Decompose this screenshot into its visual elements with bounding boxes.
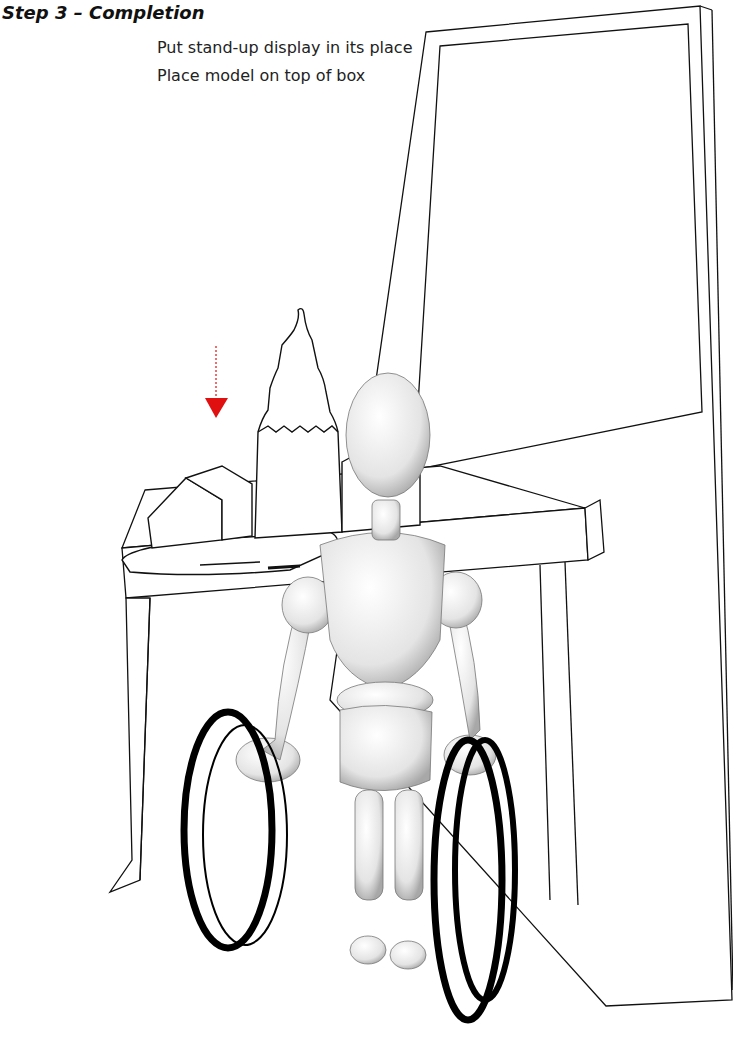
- step-title: Step 3 – Completion: [2, 2, 205, 23]
- wheelchair-wheels: [184, 712, 515, 1020]
- instruction-text: Place model on top of box: [157, 66, 365, 85]
- instruction-text: Put stand-up display in its place: [157, 38, 413, 57]
- placement-arrow: [205, 346, 228, 418]
